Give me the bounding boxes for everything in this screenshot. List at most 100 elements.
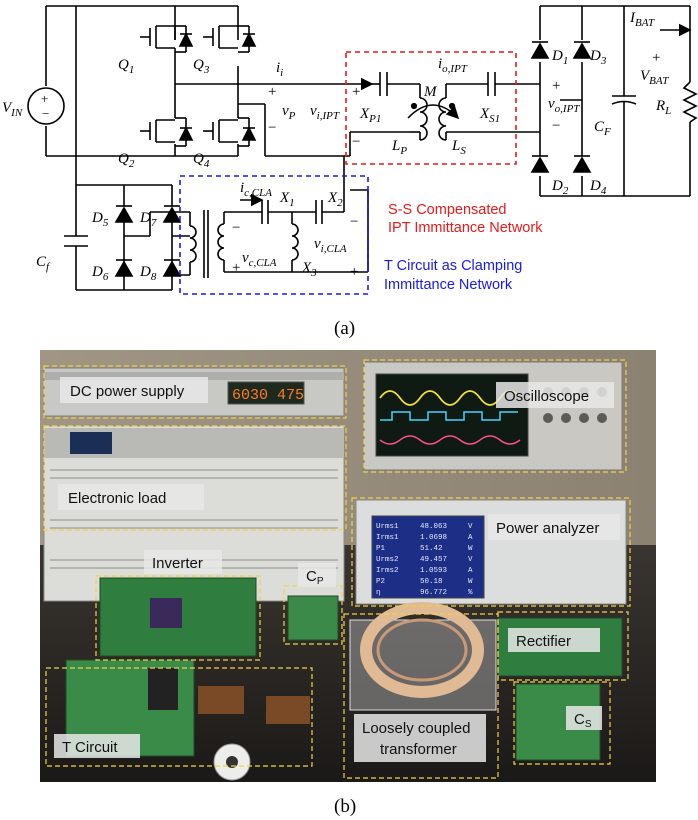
analyzer-row-name: η xyxy=(376,589,381,597)
label-d8: D8 xyxy=(139,264,157,283)
vbat-plus: + xyxy=(652,50,660,66)
analyzer-row-unit: W xyxy=(468,578,473,586)
box-rectifier xyxy=(497,611,629,681)
label-vc-cla: vc,CLA xyxy=(242,250,277,269)
caption-b: (b) xyxy=(334,796,356,817)
dc-source-minus: − xyxy=(42,106,49,121)
vi-ipt-plus: + xyxy=(352,84,360,100)
analyzer-row-value: 51.42 xyxy=(420,545,443,553)
analyzer-row-value: 1.0593 xyxy=(420,567,448,575)
analyzer-row-unit: V xyxy=(468,523,473,531)
label-vi-ipt: vi,IPT xyxy=(310,103,340,122)
loosely-coupled-transformer xyxy=(349,602,497,711)
dc-source-symbol xyxy=(27,87,65,125)
label-ibat: IBAT xyxy=(629,10,655,29)
analyzer-row-value: 96.772 xyxy=(420,589,447,597)
ss-network-box xyxy=(345,51,517,165)
label-transformer-line1: Loosely coupled xyxy=(362,720,470,737)
diode-d4 xyxy=(572,155,592,173)
label-vi-cla: vi,CLA xyxy=(314,236,347,255)
analyzer-row-name: Irms2 xyxy=(376,567,399,575)
label-electronic-load: Electronic load xyxy=(68,490,166,507)
label-oscilloscope: Oscilloscope xyxy=(504,388,589,405)
t-network-subtitle: Immittance Network xyxy=(384,277,513,293)
label-ic-cla: ic,CLA xyxy=(240,180,272,199)
label-vin: VIN xyxy=(2,100,23,119)
analyzer-row-name: Urms1 xyxy=(376,523,399,531)
label-vp: vP xyxy=(282,103,296,122)
box-oscilloscope xyxy=(363,359,627,473)
box-cs xyxy=(513,681,611,765)
label-q4: Q4 xyxy=(193,151,210,170)
analyzer-row-value: 1.0698 xyxy=(420,534,447,542)
vi-cla-plus: + xyxy=(350,264,358,280)
analyzer-row-value: 50.18 xyxy=(420,578,443,586)
t-network-box xyxy=(179,175,369,295)
switch-q4 xyxy=(203,117,257,147)
label-lp: LP xyxy=(391,138,407,157)
label-x2: X2 xyxy=(327,190,343,209)
box-transformer xyxy=(343,613,499,779)
label-d6: D6 xyxy=(91,264,109,283)
diode-d5 xyxy=(114,205,134,223)
pcb-boards xyxy=(65,577,623,781)
diode-d1 xyxy=(530,41,550,59)
dc-source-plus: + xyxy=(41,91,48,106)
label-dc-power-supply: DC power supply xyxy=(70,383,185,400)
diode-d3 xyxy=(572,41,592,59)
label-ii: ii xyxy=(276,60,283,79)
switch-q3 xyxy=(203,25,257,53)
box-power-analyzer xyxy=(351,497,631,607)
caption-a: (a) xyxy=(334,318,355,339)
vi-cla-minus: − xyxy=(350,214,358,230)
label-xs1: XS1 xyxy=(479,106,500,125)
label-q2: Q2 xyxy=(118,151,135,170)
analyzer-row-value: 48.063 xyxy=(420,523,448,531)
label-d5: D5 xyxy=(91,210,109,229)
diode-d8 xyxy=(162,259,182,277)
analyzer-row-name: Urms2 xyxy=(376,556,399,564)
analyzer-row-unit: V xyxy=(468,556,473,564)
label-x1: X1 xyxy=(279,190,295,209)
label-rl: RL xyxy=(655,98,671,117)
box-electronic-load xyxy=(43,425,347,531)
label-inverter: Inverter xyxy=(152,555,203,572)
label-d4: D4 xyxy=(589,178,607,197)
analyzer-row-name: Irms1 xyxy=(376,534,399,542)
label-vbat: VBAT xyxy=(640,68,669,87)
label-power-analyzer: Power analyzer xyxy=(496,520,599,537)
label-t-circuit: T Circuit xyxy=(62,739,118,756)
switch-q1 xyxy=(140,25,194,66)
analyzer-row-unit: A xyxy=(468,567,473,575)
label-xp1: XP1 xyxy=(359,106,381,125)
t-network-title: T Circuit as Clamping xyxy=(384,258,522,274)
label-d2: D2 xyxy=(551,178,569,197)
label-d7: D7 xyxy=(139,210,157,229)
analyzer-row-value: 49.457 xyxy=(420,556,447,564)
label-cs: CS xyxy=(574,711,592,730)
box-t-circuit xyxy=(45,667,313,767)
label-d3: D3 xyxy=(589,48,607,67)
circuit-diagram xyxy=(27,5,698,291)
label-vo-ipt: vo,IPT xyxy=(548,96,580,115)
analyzer-row-unit: % xyxy=(468,589,473,597)
analyzer-row-unit: A xyxy=(468,534,473,542)
vc-cla-minus: − xyxy=(232,220,240,236)
diode-d6 xyxy=(114,259,134,277)
ss-network-title: S-S Compensated xyxy=(388,202,506,218)
label-cp: CP xyxy=(306,568,324,587)
analyzer-row-unit: W xyxy=(468,545,473,553)
ss-network-subtitle: IPT Immittance Network xyxy=(388,220,543,236)
analyzer-row-name: P1 xyxy=(376,545,386,553)
box-dc-power-supply xyxy=(43,365,347,419)
vi-ipt-minus: − xyxy=(352,134,360,150)
label-d1: D1 xyxy=(551,48,568,67)
vc-cla-plus: + xyxy=(232,260,240,276)
vo-ipt-minus: − xyxy=(552,118,560,134)
label-rectifier: Rectifier xyxy=(516,633,571,650)
label-cf-out: CF xyxy=(594,119,611,138)
label-m: M xyxy=(423,84,438,100)
